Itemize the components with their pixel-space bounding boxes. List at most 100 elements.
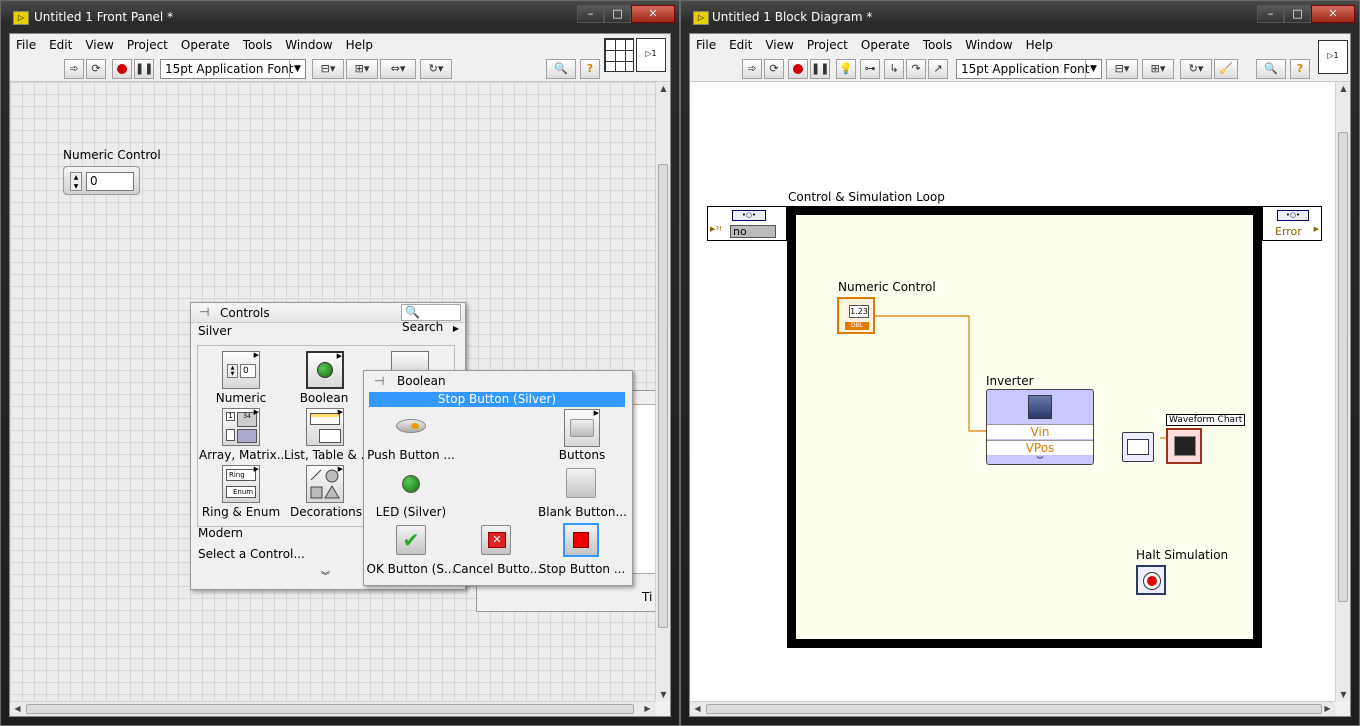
palette-item-array-matrix[interactable]: Array, Matrix... — [199, 448, 283, 462]
palette-item-stop-button[interactable]: Stop Button ... — [536, 562, 628, 576]
front-panel-horizontal-scrollbar[interactable]: ◀ ▶ — [10, 701, 655, 716]
block-diagram-canvas[interactable]: Control & Simulation Loop •○• no ▶?! •○•… — [690, 82, 1335, 701]
cancel-button-icon[interactable]: ✕ — [481, 525, 511, 555]
abort-button[interactable] — [112, 59, 132, 79]
palette-category-silver[interactable]: Silver ▶ — [198, 324, 461, 342]
reorder-button[interactable]: ↻▾ — [1180, 59, 1212, 79]
run-button[interactable]: ➾ — [742, 59, 762, 79]
vi-icon[interactable]: ▷1 — [1318, 40, 1348, 74]
scroll-down-icon[interactable]: ▼ — [1336, 690, 1351, 699]
palette-item-ring-enum[interactable]: Ring & Enum — [199, 505, 283, 519]
block-diagram-vertical-scrollbar[interactable]: ▲ ▼ — [1335, 82, 1350, 701]
menu-file[interactable]: File — [696, 38, 716, 52]
pin-icon[interactable]: ⊣ — [199, 305, 209, 319]
boolean-palette-icon[interactable]: ▶ — [306, 351, 344, 389]
palette-item-decorations[interactable]: Decorations — [284, 505, 368, 519]
context-help-button[interactable]: ? — [1290, 59, 1310, 79]
palette-item-led-silver[interactable]: LED (Silver) — [366, 505, 456, 519]
menu-tools[interactable]: Tools — [243, 38, 273, 52]
menu-view[interactable]: View — [765, 38, 793, 52]
scroll-up-icon[interactable]: ▲ — [656, 84, 671, 93]
step-over-icon[interactable]: ↷ — [906, 59, 926, 79]
maximize-button[interactable]: □ — [604, 5, 631, 23]
palette-item-buttons[interactable]: Buttons — [544, 448, 620, 462]
resize-objects-button[interactable]: ⇔▾ — [380, 59, 416, 79]
highlight-execution-icon[interactable]: 💡 — [836, 59, 856, 79]
reorder-button[interactable]: ↻▾ — [420, 59, 452, 79]
retain-wire-values-icon[interactable]: ⊶ — [860, 59, 880, 79]
menu-edit[interactable]: Edit — [49, 38, 72, 52]
decorations-palette-icon[interactable]: ▶ — [306, 465, 344, 503]
palette-item-boolean[interactable]: Boolean — [289, 391, 359, 405]
minimize-button[interactable]: – — [1257, 5, 1284, 23]
menu-help[interactable]: Help — [346, 38, 373, 52]
blank-button-icon[interactable] — [566, 468, 596, 498]
palette-item-numeric[interactable]: Numeric — [206, 391, 276, 405]
menu-project[interactable]: Project — [127, 38, 168, 52]
front-panel-titlebar[interactable]: ▷ Untitled 1 Front Panel * – □ ✕ — [1, 1, 679, 35]
align-objects-button[interactable]: ⊟▾ — [312, 59, 344, 79]
waveform-chart-terminal[interactable] — [1166, 428, 1202, 464]
distribute-objects-button[interactable]: ⊞▾ — [1142, 59, 1174, 79]
menu-operate[interactable]: Operate — [181, 38, 230, 52]
block-diagram-horizontal-scrollbar[interactable]: ◀ ▶ — [690, 701, 1335, 716]
close-button[interactable]: ✕ — [1311, 5, 1355, 23]
boolean-palette-header[interactable]: ⊣ Boolean — [364, 371, 632, 391]
palette-category-modern[interactable]: Modern — [198, 526, 243, 540]
scroll-thumb[interactable] — [658, 164, 668, 628]
numeric-control-value[interactable]: 0 — [86, 172, 134, 191]
run-button[interactable]: ➾ — [64, 59, 84, 79]
pause-button[interactable]: ❚❚ — [134, 59, 154, 79]
scroll-thumb[interactable] — [26, 704, 634, 714]
waveform-source-node[interactable] — [1122, 432, 1154, 462]
ring-enum-palette-icon[interactable]: Ring Enum ▶ — [222, 465, 260, 503]
block-diagram-titlebar[interactable]: ▷ Untitled 1 Block Diagram * – □ ✕ — [681, 1, 1359, 35]
palette-item-cancel-button[interactable]: Cancel Butto... — [452, 562, 542, 576]
context-help-button[interactable]: ? — [580, 59, 600, 79]
search-icon[interactable]: 🔍 — [546, 59, 576, 79]
numeric-control[interactable]: ▲▼ 0 — [63, 166, 140, 195]
align-objects-button[interactable]: ⊟▾ — [1106, 59, 1138, 79]
numeric-control-terminal[interactable]: 1.23 DBL — [837, 297, 875, 334]
scroll-thumb[interactable] — [1338, 132, 1348, 602]
font-selector[interactable]: 15pt Application Font▼ — [956, 59, 1102, 79]
controls-palette-header[interactable]: ⊣ Controls 🔍Search — [191, 303, 465, 323]
scroll-down-icon[interactable]: ▼ — [656, 690, 671, 699]
pause-button[interactable]: ❚❚ — [810, 59, 830, 79]
expand-palette-icon[interactable]: ︾ — [321, 569, 330, 582]
palette-item-push-button[interactable]: Push Button ... — [366, 448, 456, 462]
front-panel-vertical-scrollbar[interactable]: ▲ ▼ — [655, 82, 670, 701]
menu-view[interactable]: View — [85, 38, 113, 52]
menu-help[interactable]: Help — [1026, 38, 1053, 52]
inverter-block[interactable]: Vin VPos ︾ — [986, 389, 1094, 465]
buttons-palette-icon[interactable]: ▶ — [564, 409, 600, 447]
maximize-button[interactable]: □ — [1284, 5, 1311, 23]
step-into-icon[interactable]: ↳ — [884, 59, 904, 79]
distribute-objects-button[interactable]: ⊞▾ — [346, 59, 378, 79]
menu-window[interactable]: Window — [285, 38, 332, 52]
menu-window[interactable]: Window — [965, 38, 1012, 52]
led-icon[interactable] — [402, 475, 420, 493]
palette-item-blank-button[interactable]: Blank Button... — [538, 505, 626, 519]
menu-tools[interactable]: Tools — [923, 38, 953, 52]
palette-item-ok-button[interactable]: OK Button (S... — [366, 562, 456, 576]
search-icon[interactable]: 🔍 — [1256, 59, 1286, 79]
close-button[interactable]: ✕ — [631, 5, 675, 23]
scroll-right-icon[interactable]: ▶ — [640, 704, 655, 713]
menu-edit[interactable]: Edit — [729, 38, 752, 52]
ok-button-icon[interactable]: ✔ — [396, 525, 426, 555]
minimize-button[interactable]: – — [577, 5, 604, 23]
numeric-palette-icon[interactable]: ▲▼ 0 ▶ — [222, 351, 260, 389]
scroll-right-icon[interactable]: ▶ — [1320, 704, 1335, 713]
select-a-control[interactable]: Select a Control... — [198, 547, 305, 561]
connector-pane[interactable]: ▷1 — [604, 38, 668, 76]
menu-operate[interactable]: Operate — [861, 38, 910, 52]
scroll-thumb[interactable] — [706, 704, 1322, 714]
scroll-up-icon[interactable]: ▲ — [1336, 84, 1351, 93]
abort-button[interactable] — [788, 59, 808, 79]
step-out-icon[interactable]: ↗ — [928, 59, 948, 79]
inverter-port-vpos[interactable]: VPos — [987, 440, 1093, 455]
run-continuously-button[interactable]: ⟳ — [86, 59, 106, 79]
pin-icon[interactable]: ⊣ — [374, 374, 384, 388]
palette-item-list-table[interactable]: List, Table & ... — [284, 448, 368, 462]
